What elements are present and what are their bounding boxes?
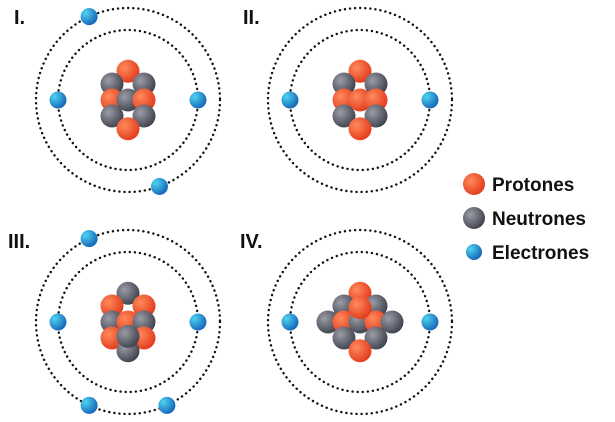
proton [348,339,372,363]
proton [364,310,388,334]
legend-item-electron: Electrones [466,243,589,264]
electron [80,396,98,414]
proton [132,88,156,112]
legend-item-proton: Protones [463,173,574,196]
atom-label: II. [243,7,260,29]
proton [116,117,140,141]
outer-orbit [34,228,222,416]
electron [189,91,207,109]
neutron [316,310,340,334]
neutron [116,324,140,348]
neutron [380,310,404,334]
neutron [364,72,388,96]
electron [281,313,299,331]
outer-orbit [34,6,222,194]
atom-label: I. [14,7,25,29]
neutron [132,104,156,128]
proton [100,88,124,112]
proton [348,59,372,83]
electron [80,230,98,248]
neutron [100,72,124,96]
neutron-swatch [463,207,485,229]
neutron [116,88,140,112]
electron [158,396,176,414]
electron [421,91,439,109]
proton [332,88,356,112]
neutron [132,310,156,334]
proton [348,88,372,112]
legend-item-neutron: Neutrones [463,207,586,230]
outer-orbit [266,6,454,194]
neutron [364,326,388,350]
outer-orbit [266,228,454,416]
electron [421,313,439,331]
proton [364,88,388,112]
neutron [332,104,356,128]
nucleus [316,281,404,363]
electron [49,91,67,109]
neutron [116,281,140,305]
atom-label: IV. [240,231,263,253]
legend-label: Neutrones [492,209,586,230]
neutron [100,104,124,128]
electron [150,177,168,195]
nucleus [332,59,388,141]
atom-4: IV. [240,228,454,416]
neutron [332,72,356,96]
neutron [332,326,356,350]
atom-1: I. [14,6,222,195]
electron [49,313,67,331]
proton [332,310,356,334]
nucleus [100,281,156,363]
legend-label: Protones [492,175,574,196]
electron [189,313,207,331]
atom-2: II. [243,6,454,194]
nucleus [100,59,156,141]
neutron [100,310,124,334]
proton [348,296,372,320]
proton [348,117,372,141]
electron-swatch [466,244,482,260]
proton [132,294,156,318]
atom-3: III. [8,228,222,416]
proton [116,59,140,83]
atom-label: III. [8,231,30,253]
neutron [132,72,156,96]
proton-swatch [463,173,485,195]
neutron [364,104,388,128]
proton [100,294,124,318]
electron [281,91,299,109]
legend-label: Electrones [492,243,589,264]
electron [80,8,98,26]
